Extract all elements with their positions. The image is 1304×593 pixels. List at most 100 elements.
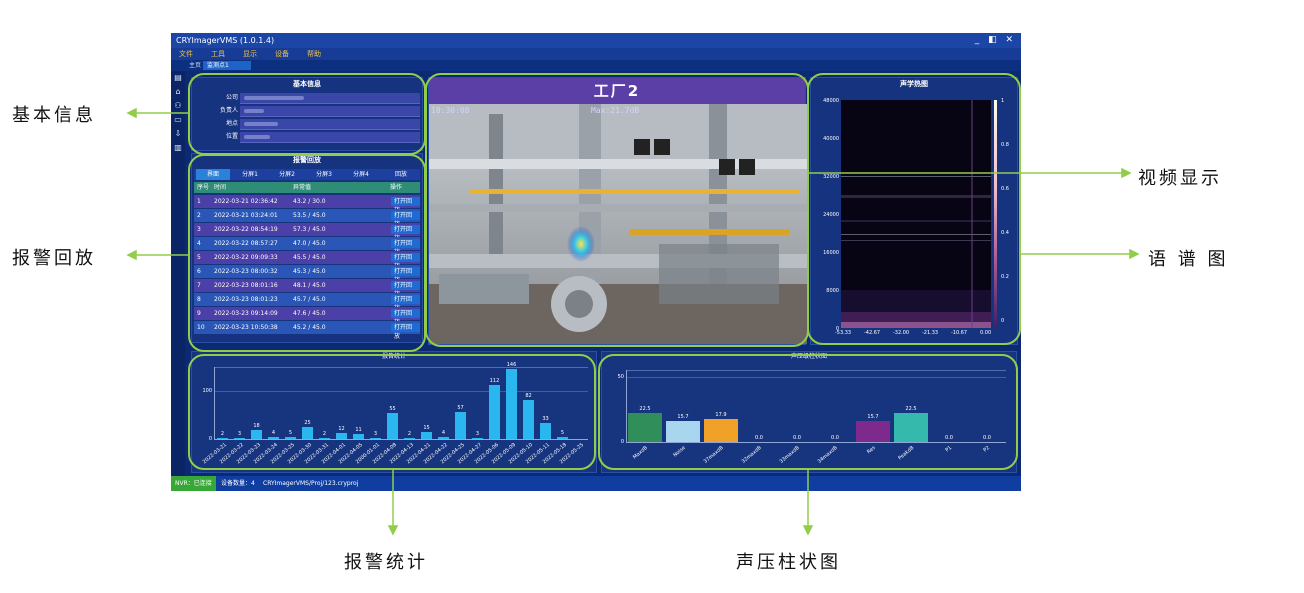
callout-spectrum: 语 谱 图	[1148, 249, 1229, 270]
open-playback-button[interactable]: 打开回放	[391, 323, 420, 340]
grid-line	[841, 234, 991, 235]
alarm-time: 2022-03-23 08:01:16	[214, 282, 278, 289]
alarm-tab-split3[interactable]: 分屏3	[316, 171, 332, 178]
alarm-tab-playback[interactable]: 回放	[394, 171, 407, 178]
alarm-index: 6	[197, 268, 201, 275]
data-label: 2	[322, 431, 327, 438]
network-icon[interactable]: ⚇	[174, 101, 182, 110]
data-label: 112	[489, 378, 500, 385]
alarm-value: 43.2 / 30.0	[293, 198, 326, 205]
data-label: 3	[237, 430, 242, 437]
info-label: 位置	[225, 133, 238, 140]
spectrogram-image	[841, 100, 991, 328]
bar	[216, 438, 229, 439]
menu-tools[interactable]: 工具	[211, 50, 225, 58]
y-tick-label: 48000	[823, 98, 839, 104]
data-label: 11	[355, 426, 362, 433]
data-label: 15	[423, 424, 430, 431]
sidebar: ▤ ⌂ ⚇ ▭ ⇩ ▥	[171, 71, 185, 476]
menu-device[interactable]: 设备	[275, 50, 289, 58]
trash-icon[interactable]: ▥	[174, 143, 182, 152]
arrow-alarm-head	[126, 249, 137, 261]
info-label: 负责人	[219, 107, 238, 114]
y-tick-label: 0	[835, 326, 839, 332]
tab-monitor-1[interactable]: 监测点1	[203, 61, 251, 70]
bar	[703, 418, 739, 442]
info-value	[240, 93, 420, 104]
status-nvr: NVR：已连接	[171, 476, 216, 491]
info-value	[240, 132, 420, 143]
monitor-icon[interactable]: ▭	[174, 115, 182, 124]
bar	[352, 433, 365, 439]
alarm-time: 2022-03-23 09:14:09	[214, 310, 278, 317]
bar	[627, 412, 663, 442]
data-label: 15.7	[867, 414, 879, 421]
list-icon[interactable]: ▤	[174, 73, 182, 82]
y-tick-label: 50	[617, 373, 624, 380]
data-label: 17.9	[715, 411, 727, 418]
info-row-company: 公司	[194, 92, 420, 104]
col-time: 时间	[214, 184, 227, 191]
y-tick-label: 100	[202, 388, 212, 394]
data-label: 22.5	[639, 405, 651, 412]
window-controls[interactable]: _ ◧ ✕	[974, 35, 1016, 45]
data-label: 5	[288, 429, 293, 436]
alarm-tab-main[interactable]: 界面	[196, 169, 230, 180]
spectrogram-title: 声学热图	[900, 80, 928, 88]
menu-help[interactable]: 帮助	[307, 50, 321, 58]
data-label: 18	[253, 423, 260, 430]
data-label: 33	[542, 416, 549, 423]
alarm-value: 47.0 / 45.0	[293, 240, 326, 247]
tab-home[interactable]: 主页	[189, 62, 202, 69]
video-feed[interactable]	[429, 104, 807, 344]
x-tick-label: -42.67	[864, 330, 881, 336]
arrow-stats-head	[387, 525, 399, 536]
factory-scene	[429, 104, 807, 344]
bar	[267, 437, 280, 439]
home-icon[interactable]: ⌂	[175, 87, 181, 96]
colorbar-tick-label: 0.2	[1001, 274, 1009, 280]
data-label: 3	[475, 430, 480, 437]
y-tick-label: 0	[620, 439, 624, 445]
bar	[893, 412, 929, 442]
colorbar-tick-label: 0.6	[1001, 186, 1009, 192]
bar	[403, 438, 416, 439]
alarm-tab-split1[interactable]: 分屏1	[242, 171, 258, 178]
status-path: CRYImagerVMS/Proj/123.cryproj	[263, 480, 359, 487]
bar	[522, 399, 535, 439]
data-label: 0.0	[945, 435, 953, 441]
y-axis	[626, 370, 627, 442]
alarm-index: 4	[197, 240, 201, 247]
y-tick-label: 8000	[826, 288, 839, 294]
video-max-level: Max:21.7dB	[591, 106, 640, 115]
menu-file[interactable]: 文件	[179, 50, 193, 58]
alarm-title: 报警回放	[293, 156, 321, 164]
bar	[488, 385, 501, 439]
info-row-place: 地点	[194, 118, 420, 130]
bar	[369, 437, 382, 439]
menu-view[interactable]: 显示	[243, 50, 257, 58]
alarm-tabs: 界面 分屏1 分屏2 分屏3 分屏4 回放	[194, 169, 420, 180]
alarm-time: 2022-03-22 09:09:33	[214, 254, 278, 261]
stats-title: 报告统计	[381, 353, 406, 360]
callout-stats: 报警统计	[344, 552, 428, 573]
bar	[420, 431, 433, 439]
alarm-tab-split2[interactable]: 分屏2	[279, 171, 295, 178]
video-panel: 工厂2	[428, 77, 807, 345]
data-label: 2	[407, 431, 412, 438]
alarm-tab-split4[interactable]: 分屏4	[353, 171, 369, 178]
download-icon[interactable]: ⇩	[174, 129, 182, 138]
data-label: 4	[441, 430, 446, 437]
bar	[471, 437, 484, 439]
data-label: 0.0	[983, 435, 991, 441]
data-label: 22.5	[905, 405, 917, 412]
data-label: 3	[373, 430, 378, 437]
bar	[386, 412, 399, 439]
x-tick-label: -32.00	[893, 330, 910, 336]
